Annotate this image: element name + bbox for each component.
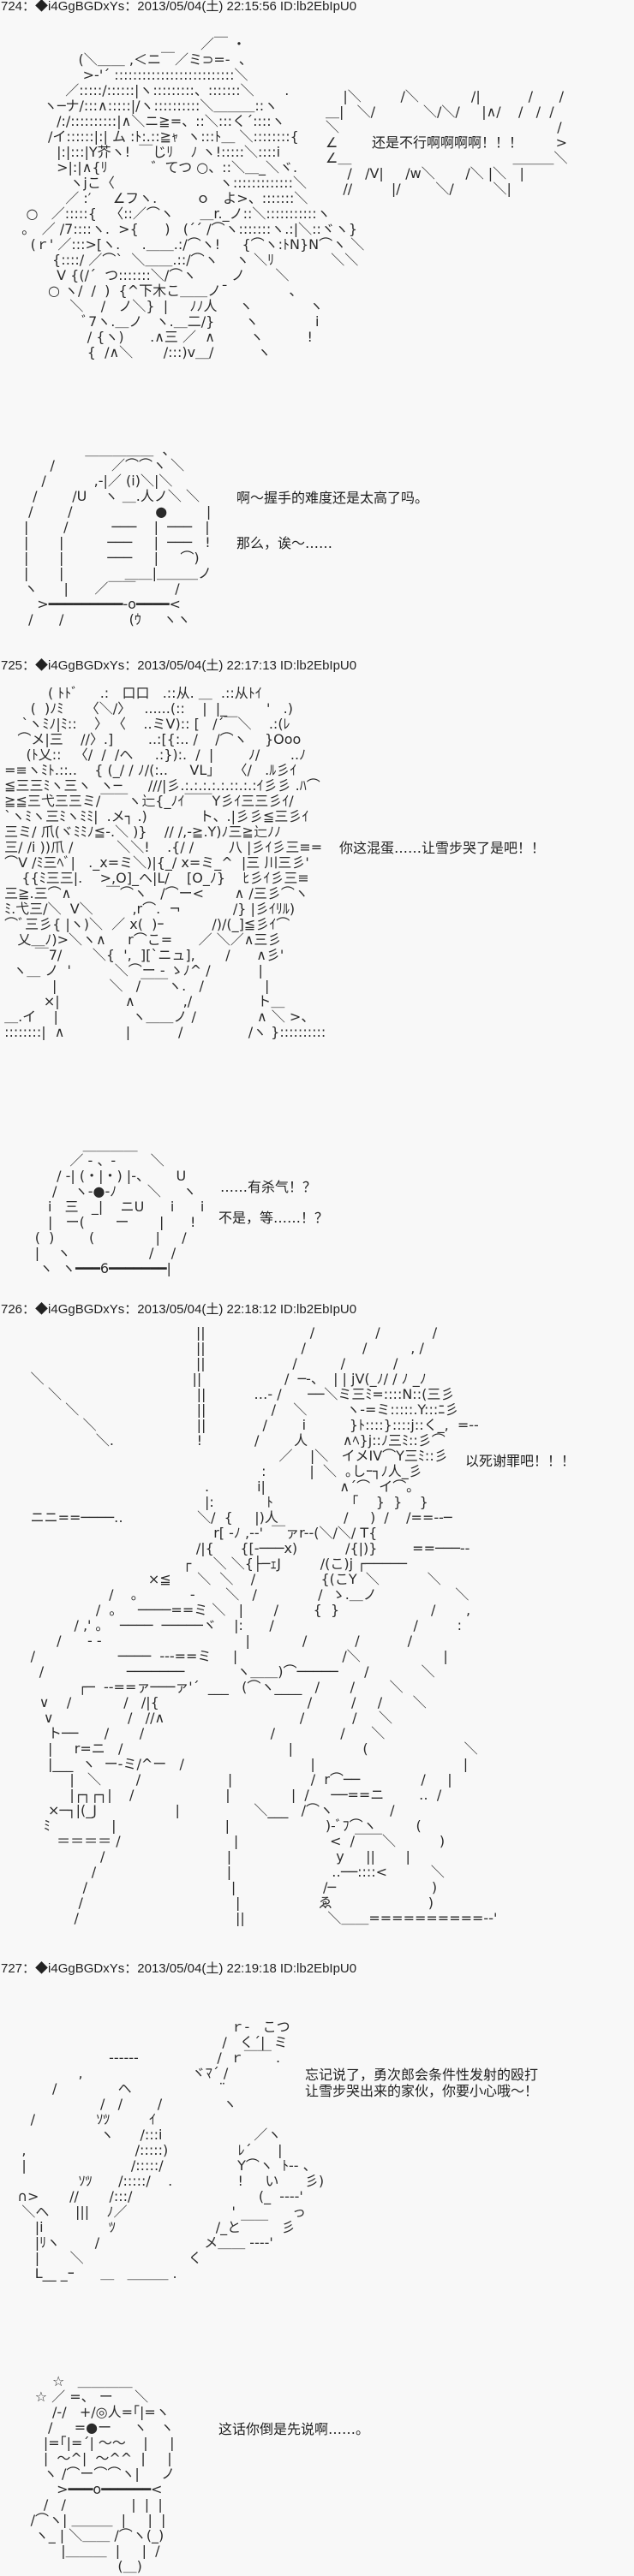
shout-bubble: |＼ /＼ /| / / ＿| ＼/ ＼/＼/ |∧/ / / / ＼ / ∠ …	[326, 88, 568, 197]
header-separator: ：	[124, 658, 138, 673]
poster-trip: ◆i4GgBGDxYs	[35, 658, 125, 673]
ascii-art-punch-scene: || / / / || / / , / |	[30, 1324, 498, 1926]
dialogue-line: 以死谢罪吧！！！	[465, 1453, 576, 1469]
post-number: 724	[1, 0, 23, 14]
dialogue-block: 忘记说了，勇次郎会条件性发射的殴打 让雪步哭出来的家伙，你要小心哦～！	[305, 2067, 538, 2099]
dialogue-line: 啊～握手的难度还是太高了吗。	[236, 490, 429, 506]
dialogue-line: ……有杀气！？	[220, 1179, 317, 1195]
dialogue-line: 你这混蛋……让雪步哭了是吧！！	[339, 840, 546, 856]
poster-id: ID:lb2EbIpU0	[279, 658, 357, 673]
header-separator: ：	[124, 1302, 138, 1317]
poster-trip: ◆i4GgBGDxYs	[35, 1961, 125, 1976]
header-separator: ：	[22, 1302, 36, 1317]
poster-trip: ◆i4GgBGDxYs	[35, 0, 125, 14]
post-number: 725	[1, 658, 23, 673]
post-number: 727	[1, 1961, 23, 1976]
post-datetime: 2013/05/04(土) 22:19:18	[137, 1961, 277, 1976]
dialogue-line: 这话你倒是先说啊……。	[218, 2421, 370, 2437]
dialogue-line: 让雪步哭出来的家伙，你要小心哦～！	[305, 2083, 539, 2099]
dialogue-line: 那么，诶～……	[236, 535, 333, 551]
header-separator: ：	[124, 0, 138, 14]
header-separator: ：	[22, 658, 36, 673]
post-datetime: 2013/05/04(土) 22:15:56	[137, 0, 277, 14]
post-datetime: 2013/05/04(土) 22:18:12	[137, 1302, 277, 1317]
post-number: 726	[1, 1302, 23, 1317]
ascii-art-doraemon: ＿＿＿＿ ／ ‐ 、‐ ＼ / -| (・|・) |‐、 U / ヽ‐●‐ﾉ ＼…	[34, 1137, 205, 1276]
poster-trip: ◆i4GgBGDxYs	[35, 1302, 125, 1317]
dialogue-line: 忘记说了，勇次郎会条件性发射的殴打	[305, 2067, 539, 2083]
header-separator: ：	[22, 1961, 36, 1976]
header-separator: ：	[22, 0, 36, 14]
ascii-art-doraemon-dizzy: ☆ ＿＿＿＿ ☆ ／ =、 ー ＼ /-/ +/◎人=｢|=ヽ / =●ー ヽ …	[30, 2373, 176, 2574]
ascii-art-angry-character: ( ﾄﾄﾞ .: 口口 .::从. ＿ .::从ﾄｲ ( )ﾉﾐ 〈＼/〉 ..…	[4, 685, 326, 1040]
shout-bubble-text: 还是不行啊啊啊啊！！！	[372, 134, 523, 151]
dialogue-line: 不是，等……！？	[218, 1210, 329, 1226]
poster-id: ID:lb2EbIpU0	[279, 1961, 357, 1976]
poster-id: ID:lb2EbIpU0	[279, 1302, 357, 1317]
post-datetime: 2013/05/04(土) 22:17:13	[137, 658, 277, 673]
ascii-art-knocked-down: ｒ- こつ / く´| ミ ------ / ｒ￣￣ . , ヾﾏ´ / /	[17, 2019, 325, 2282]
header-separator: ：	[124, 1961, 138, 1976]
ascii-art-doraemon: ＿＿＿＿＿ 、 / ／⌒⌒ヽ ＼ / ,-|／ (i)＼|＼ / /U ヽ ＿.…	[24, 442, 212, 628]
poster-id: ID:lb2EbIpU0	[279, 0, 357, 14]
ascii-art-girl-crying: ／￣ ・ (＼＿＿ ,＜ニ￣／ミ⊃=- 、 >-'´ :::::::::::::…	[21, 36, 365, 360]
